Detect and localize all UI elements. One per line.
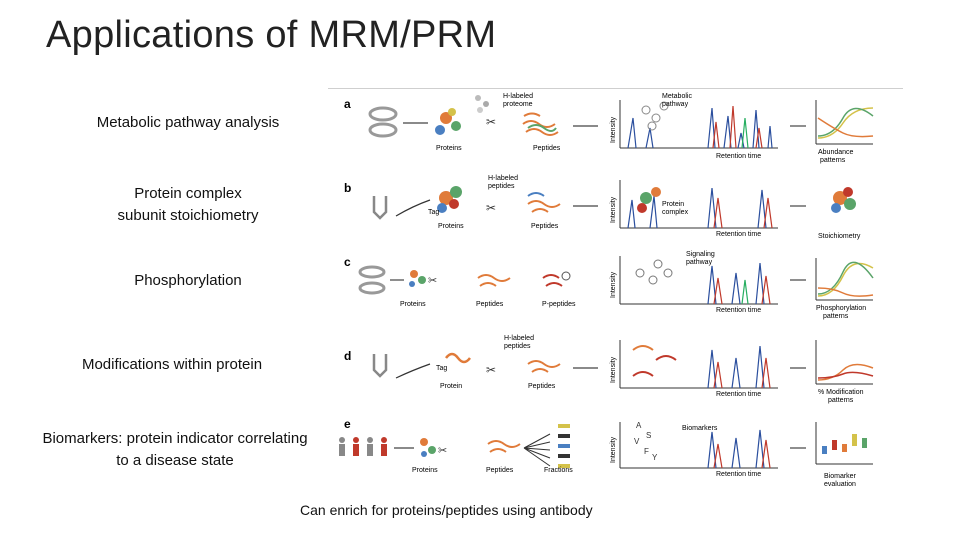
label-biomarkers-line1: Biomarkers: protein indicator correlatin… [42,430,308,447]
label-modifications: Modifications within protein [44,354,300,376]
panel-letter-b: b [344,181,351,195]
peptides-label: Peptides [533,145,561,152]
fractions-icon [558,424,570,468]
h-labeled-label: H-labeled [488,175,518,182]
intensity-label: Intensity [610,271,617,298]
tag-label: Tag [428,209,439,216]
label-protein-complex-line1: Protein complex [134,185,242,202]
evaluation-label: evaluation [824,481,856,488]
svg-text:A: A [636,421,642,430]
protein-label: Protein [440,383,462,390]
scissors-icon: ✂ [486,115,496,129]
pathway-label: pathway [662,101,689,108]
label-protein-complex: Protein complex subunit stoichiometry [60,183,316,227]
peptides-label: Peptides [486,467,514,474]
svg-text:✂: ✂ [438,445,447,457]
peptides-label: Peptides [476,301,504,308]
figure-svg: a H-labeled proteome ✂ Proteins Peptides… [328,88,903,488]
slide-title: Applications of MRM/PRM [46,14,497,56]
panel-letter-a: a [344,97,351,111]
metabolic-label: Metabolic [662,93,692,100]
protein-blob [440,112,452,124]
biomarkers-label: Biomarkers [682,425,718,432]
p-peptides-label: P-peptides [542,301,576,308]
stoichiometry-label: Stoichiometry [818,233,861,240]
retention-label: Retention time [716,153,761,160]
peptides-top-label: peptides [488,183,515,190]
label-biomarkers-line2: to a disease state [116,452,234,469]
protein-blob [435,125,445,135]
chromatogram [627,107,773,149]
pathway-label: pathway [686,259,713,266]
panel-letter-c: c [344,255,351,269]
label-phosphorylation: Phosphorylation [60,270,316,292]
proteome-label: proteome [503,101,533,108]
svg-text:✂: ✂ [486,363,496,377]
modification-label: % Modification [818,389,864,396]
svg-text:F: F [644,447,649,456]
tag-label: Tag [436,365,447,372]
proteins-label: Proteins [436,145,462,152]
complex-label: complex [662,209,689,216]
label-phosphorylation-text: Phosphorylation [134,272,242,289]
proteins-label: Proteins [412,467,438,474]
h-labeled-label: H-labeled [504,335,534,342]
panel-c: c ✂ Proteins Peptides P-peptides Intensi… [344,251,874,320]
intensity-label: Intensity [610,116,617,143]
protein-blob [451,121,461,131]
panel-d: d Tag H-labeled peptides ✂ Protein Pepti… [344,335,874,404]
panel-letter-d: d [344,349,351,363]
biomarker-label: Biomarker [824,473,857,480]
abundance-patterns-label: patterns [820,157,846,164]
label-protein-complex-line2: subunit stoichiometry [117,207,259,224]
intensity-label: Intensity [610,356,617,383]
panel-a: a H-labeled proteome ✂ Proteins Peptides… [344,93,874,164]
label-metabolic: Metabolic pathway analysis [60,112,316,134]
cell-icon [368,122,398,138]
svg-text:✂: ✂ [428,275,437,287]
peptides-icon [522,112,559,136]
tube-icon [372,196,388,220]
panel-letter-e: e [344,417,351,431]
mrm-prm-figure: a H-labeled proteome ✂ Proteins Peptides… [328,88,903,490]
proteins-label: Proteins [400,301,426,308]
panel-b: b Tag H-labeled peptides ✂ Proteins Pept… [344,175,861,240]
fractions-label: Fractions [544,467,573,474]
phosphorylation-label: Phosphorylation [816,305,866,312]
protein-blob [448,108,456,116]
panel-e: e ✂ Proteins Peptides Fractions Intensit… [339,417,873,488]
proteins-label: Proteins [438,223,464,230]
peptides-label: Peptides [531,223,559,230]
phospho-patterns-label: patterns [823,313,849,320]
retention-label: Retention time [716,391,761,398]
retention-label: Retention time [716,471,761,478]
svg-text:V: V [634,437,640,446]
label-modifications-text: Modifications within protein [81,356,263,373]
protein-label: Protein [662,201,684,208]
mod-patterns-label: patterns [828,397,854,404]
peptides-top-label: peptides [504,343,531,350]
intensity-label: Intensity [610,436,617,463]
boxplot-icon [822,434,867,454]
cell-icon [368,106,398,122]
peptides-label: Peptides [528,383,556,390]
retention-label: Retention time [716,307,761,314]
svg-text:S: S [646,431,651,440]
footer-note: Can enrich for proteins/peptides using a… [300,502,593,518]
signaling-label: Signaling [686,251,715,258]
h-labeled-label: H-labeled [503,93,533,100]
retention-label: Retention time [716,231,761,238]
svg-text:Y: Y [652,453,658,462]
label-metabolic-text: Metabolic pathway analysis [96,114,280,131]
scissors-icon: ✂ [486,201,496,215]
patients-icon [339,437,387,456]
intensity-label: Intensity [610,196,617,223]
label-biomarkers: Biomarkers: protein indicator correlatin… [20,428,330,472]
abundance-label: Abundance [818,149,854,156]
